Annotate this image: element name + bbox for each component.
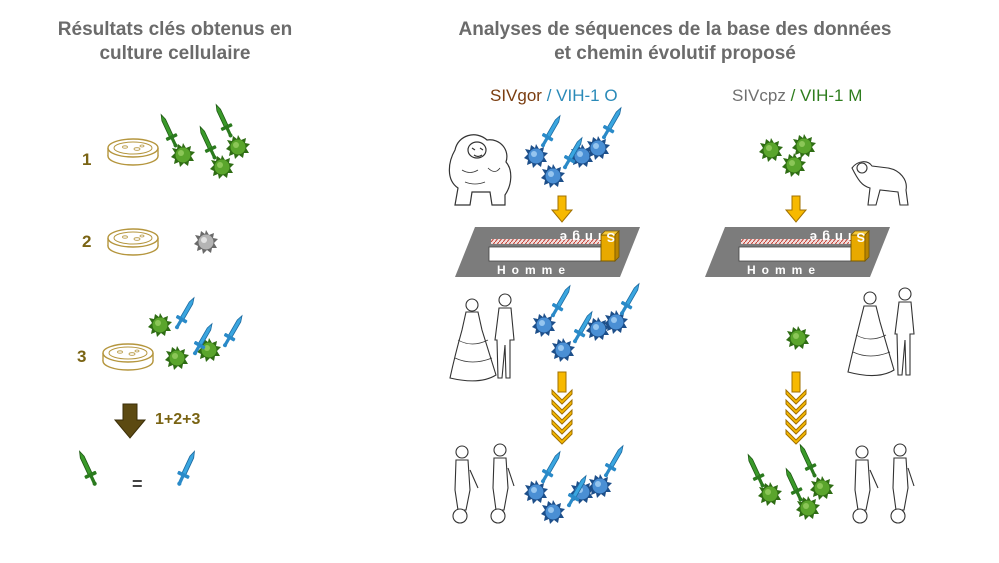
- sword-blue-icon: [599, 442, 629, 481]
- virus-green-icon: [226, 135, 250, 159]
- gauge-bottom-label: Homme: [747, 263, 821, 277]
- historic-couple-icon: [847, 287, 915, 377]
- virus-green-icon: [165, 346, 189, 370]
- virus-blue-icon: [524, 144, 548, 168]
- left-title-line2: culture cellulaire: [99, 43, 251, 64]
- equals-sign: =: [132, 474, 143, 494]
- sword-green-icon: [794, 441, 822, 481]
- left-title-line1: Résultats clés obtenus en: [57, 19, 293, 40]
- gauge-top-label: Singe: [555, 230, 615, 245]
- segway-riders-icon: [852, 443, 915, 524]
- virus-blue-icon: [604, 310, 628, 334]
- sword-green-icon: [194, 123, 222, 163]
- virus-blue-icon: [541, 500, 565, 524]
- right-title: Analyses de séquences de la base des don…: [410, 18, 940, 66]
- sword-blue-icon: [615, 280, 645, 319]
- sword-blue-icon: [170, 294, 200, 333]
- petri-dish-1: [107, 138, 159, 166]
- right-title-line1: Analyses de séquences de la base des don…: [458, 19, 892, 40]
- step-2-number: 2: [82, 232, 92, 251]
- col2-label: SIVcpz / VIH-1 M: [732, 86, 862, 106]
- transmission-arrow-icon: [785, 195, 807, 223]
- step-1-number: 1: [82, 150, 92, 169]
- virus-green-icon: [786, 326, 810, 350]
- right-title-line2: et chemin évolutif proposé: [554, 43, 796, 64]
- transmission-arrow-icon: [551, 195, 573, 223]
- virus-blue-icon: [541, 164, 565, 188]
- col1-separator: /: [541, 86, 557, 105]
- virus-blue-icon: [524, 480, 548, 504]
- virus-green-icon: [792, 134, 816, 158]
- historic-couple-icon: [449, 293, 515, 382]
- sword-blue-icon: [172, 448, 201, 489]
- transmission-multi-arrow-icon: [785, 371, 807, 445]
- vih-1-o-label: VIH-1 O: [556, 86, 618, 105]
- sword-blue-icon: [546, 282, 576, 321]
- virus-green-icon: [810, 476, 834, 500]
- col1-label: SIVgor / VIH-1 O: [490, 86, 618, 106]
- virus-green-icon: [148, 313, 172, 337]
- sword-blue-icon: [536, 112, 566, 151]
- petri-dish-3: [102, 343, 154, 371]
- combine-label: 1+2+3: [155, 411, 201, 428]
- chimpanzee-icon: [851, 161, 909, 206]
- gauge-top-label: Singe: [805, 230, 865, 245]
- virus-green-icon: [782, 153, 806, 177]
- sivcpz-label: SIVcpz: [732, 86, 786, 105]
- transmission-multi-arrow-icon: [551, 371, 573, 445]
- petri-dish-2: [107, 228, 159, 256]
- col2-separator: /: [785, 86, 801, 105]
- virus-blue-icon: [588, 474, 612, 498]
- left-title: Résultats clés obtenus en culture cellul…: [20, 18, 330, 66]
- virus-gray-icon: [194, 230, 218, 254]
- gauge-bottom-label: Homme: [497, 263, 571, 277]
- sword-blue-icon: [597, 104, 627, 143]
- virus-blue-icon: [551, 338, 575, 362]
- sword-green-icon: [73, 448, 102, 489]
- sivgor-label: SIVgor: [490, 86, 542, 105]
- gorilla-icon: [448, 134, 512, 206]
- sword-green-icon: [155, 111, 183, 151]
- combine-arrow-icon: [113, 403, 147, 439]
- sword-blue-icon: [218, 312, 248, 351]
- sword-blue-icon: [536, 448, 566, 487]
- virus-green-icon: [759, 138, 783, 162]
- sword-green-icon: [210, 101, 238, 141]
- virus-blue-icon: [586, 136, 610, 160]
- segway-riders-icon: [452, 443, 515, 524]
- step-3-number: 3: [77, 347, 87, 366]
- vih-1-m-label: VIH-1 M: [800, 86, 863, 105]
